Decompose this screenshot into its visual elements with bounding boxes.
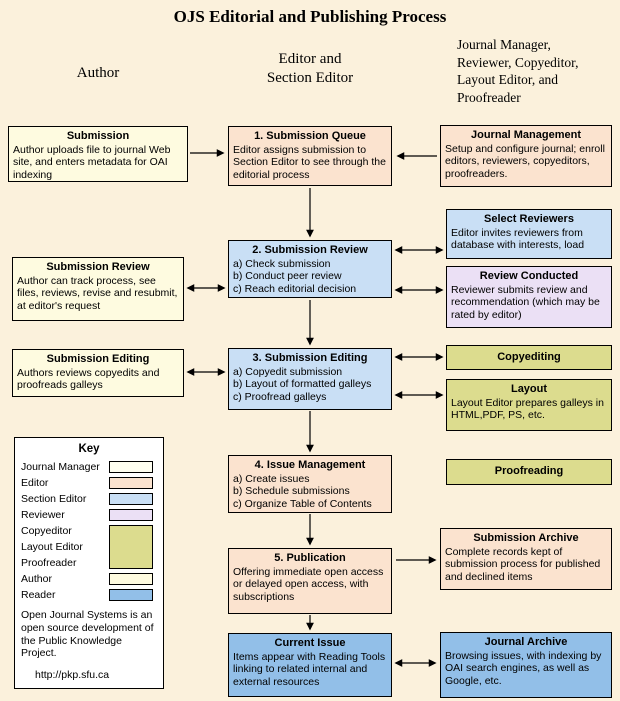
- box-proofreading: Proofreading: [446, 459, 612, 485]
- box-title: 3. Submission Editing: [252, 352, 368, 364]
- box-body: Offering immediate open access or delaye…: [233, 566, 384, 603]
- key-swatch-author: [109, 573, 153, 585]
- box-title: Copyediting: [497, 350, 561, 363]
- key-swatch-reviewer: [109, 509, 153, 521]
- box-title: Review Conducted: [479, 270, 579, 282]
- key-label: Proofreader: [21, 557, 77, 569]
- box-body: Reviewer submits review and recommendati…: [451, 284, 600, 321]
- key-label: Section Editor: [21, 493, 87, 505]
- box-body: Authors reviews copyedits and proofreads…: [17, 367, 160, 392]
- box-title: Submission: [66, 130, 130, 142]
- box-author-submission: Submission Author uploads file to journa…: [8, 126, 188, 182]
- key-swatch-editor: [109, 477, 153, 489]
- key-label: Reader: [21, 589, 56, 601]
- box-body: Browsing issues, with indexing by OAI se…: [445, 650, 602, 687]
- box-title: Journal Management: [470, 129, 582, 141]
- box-title: Current Issue: [274, 637, 346, 649]
- legend-key: Key Journal Manager Editor Section Edito…: [14, 437, 164, 689]
- box-body: Editor assigns submission to Section Edi…: [233, 144, 386, 181]
- box-title: 1. Submission Queue: [254, 130, 366, 142]
- key-swatch-journal-manager: [109, 461, 153, 473]
- box-issue-management: 4. Issue Management a) Create issues b) …: [228, 455, 392, 513]
- key-row-section-editor: Section Editor: [21, 491, 157, 507]
- box-author-submission-editing: Submission Editing Authors reviews copye…: [12, 349, 184, 397]
- key-swatch-reader: [109, 589, 153, 601]
- box-title: 5. Publication: [274, 552, 346, 564]
- box-submission-editing: 3. Submission Editing a) Copyedit submis…: [228, 348, 392, 410]
- column-header-staff: Journal Manager, Reviewer, Copyeditor, L…: [457, 37, 579, 105]
- box-body: Complete records kept of submission proc…: [445, 546, 601, 583]
- column-header-editor: Editor and Section Editor: [266, 51, 354, 86]
- box-submission-archive: Submission Archive Complete records kept…: [440, 528, 612, 590]
- box-body: Author uploads file to journal Web site,…: [13, 144, 171, 181]
- box-title: 2. Submission Review: [252, 244, 368, 256]
- key-label: Copyeditor: [21, 525, 72, 537]
- column-header-author: Author: [76, 65, 120, 81]
- box-body: a) Check submission b) Conduct peer revi…: [233, 258, 357, 295]
- page-title: OJS Editorial and Publishing Process: [173, 7, 447, 26]
- box-title: Select Reviewers: [484, 213, 574, 225]
- box-title: Submission Editing: [46, 353, 150, 365]
- box-review-conducted: Review Conducted Reviewer submits review…: [446, 266, 612, 328]
- box-layout: Layout Layout Editor prepares galleys in…: [446, 379, 612, 431]
- box-body: Setup and configure journal; enroll edit…: [445, 143, 605, 180]
- key-row-author: Author: [21, 571, 157, 587]
- box-title: Layout: [510, 383, 548, 395]
- key-label: Journal Manager: [21, 461, 100, 473]
- key-label: Layout Editor: [21, 541, 83, 553]
- key-title: Key: [78, 443, 100, 455]
- box-submission-queue: 1. Submission Queue Editor assigns submi…: [228, 126, 392, 186]
- box-title: 4. Issue Management: [254, 459, 366, 471]
- box-body: a) Create issues b) Schedule submissions…: [233, 473, 372, 510]
- box-author-submission-review: Submission Review Author can track proce…: [12, 257, 184, 321]
- box-journal-archive: Journal Archive Browsing issues, with in…: [440, 632, 612, 698]
- key-row-reviewer: Reviewer: [21, 507, 157, 523]
- box-body: Author can track process, see files, rev…: [17, 275, 178, 312]
- box-body: a) Copyedit submission b) Layout of form…: [233, 366, 372, 403]
- key-swatch-olive-group: [109, 525, 153, 569]
- box-title: Journal Archive: [484, 636, 568, 648]
- box-title: Submission Archive: [473, 532, 579, 544]
- key-row-journal-manager: Journal Manager: [21, 459, 157, 475]
- box-submission-review: 2. Submission Review a) Check submission…: [228, 240, 392, 298]
- box-current-issue: Current Issue Items appear with Reading …: [228, 633, 392, 697]
- box-select-reviewers: Select Reviewers Editor invites reviewer…: [446, 209, 612, 259]
- key-rows-olive-group: Copyeditor Layout Editor Proofreader: [21, 523, 157, 571]
- box-body: Layout Editor prepares galleys in HTML,P…: [451, 397, 604, 422]
- box-title: Proofreading: [494, 465, 564, 478]
- box-title: Submission Review: [46, 261, 150, 273]
- key-url: http://pkp.sfu.ca: [35, 669, 110, 682]
- key-note: Open Journal Systems is an open source d…: [21, 609, 154, 660]
- box-body: Items appear with Reading Tools linking …: [233, 651, 386, 688]
- box-copyediting: Copyediting: [446, 345, 612, 370]
- box-publication: 5. Publication Offering immediate open a…: [228, 548, 392, 614]
- key-row-editor: Editor: [21, 475, 157, 491]
- key-row-reader: Reader: [21, 587, 157, 603]
- box-body: Editor invites reviewers from database w…: [451, 227, 585, 252]
- box-journal-management: Journal Management Setup and configure j…: [440, 125, 612, 187]
- key-swatch-section-editor: [109, 493, 153, 505]
- key-label: Reviewer: [21, 509, 65, 521]
- key-label: Author: [21, 573, 52, 585]
- key-label: Editor: [21, 477, 49, 489]
